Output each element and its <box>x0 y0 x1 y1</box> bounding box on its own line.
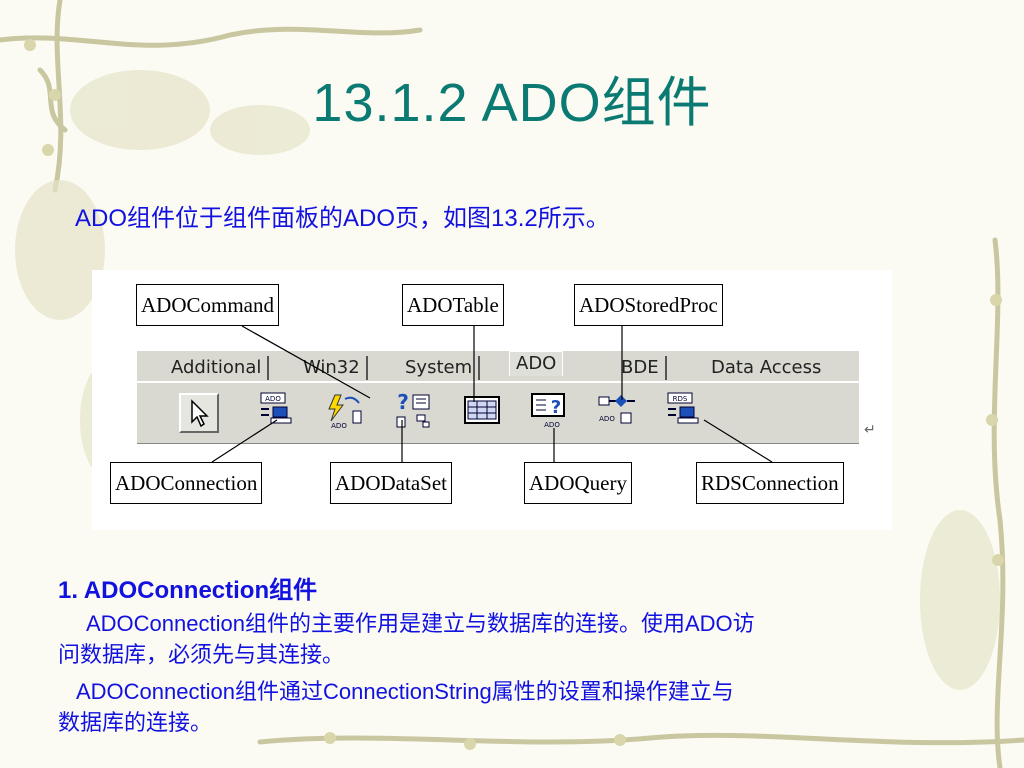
cursor-arrow-icon <box>191 399 209 428</box>
return-mark: ↵ <box>864 422 876 438</box>
ado-palette-figure: Additional Win32 System ADO BDE Data Acc… <box>92 270 892 530</box>
intro-text: ADO组件位于组件面板的ADO页，如图13.2所示。 <box>75 205 610 232</box>
rds-small-label: RDS <box>673 395 688 403</box>
ado-query-icon[interactable]: ? ADO <box>530 391 570 431</box>
paragraph-1-line-1: ADOConnection组件的主要作用是建立与数据库的连接。使用ADO访 <box>86 611 755 636</box>
paragraph-2-line-1: ADOConnection组件通过ConnectionString属性的设置和操… <box>76 679 734 704</box>
tab-strip-divider <box>137 381 859 383</box>
tab-additional[interactable]: Additional <box>165 356 270 380</box>
callout-ado-table: ADOTable <box>402 284 504 326</box>
ado-small-label: ADO <box>544 421 560 429</box>
pointer-tool-button[interactable] <box>179 393 219 433</box>
callout-ado-query: ADOQuery <box>524 462 632 504</box>
page-title: 13.1.2 ADO组件 <box>312 73 712 133</box>
tab-bde[interactable]: BDE <box>615 356 667 380</box>
section-heading: 1. ADOConnection组件 <box>58 577 318 604</box>
callout-ado-stored-proc: ADOStoredProc <box>574 284 723 326</box>
ado-table-icon[interactable] <box>462 391 502 431</box>
ado-small-label: ADO <box>599 415 615 423</box>
tab-ado[interactable]: ADO <box>509 351 564 376</box>
question-mark-label: ? <box>397 391 409 414</box>
callout-ado-connection: ADOConnection <box>110 462 263 504</box>
callout-rds-connection: RDSConnection <box>696 462 844 504</box>
ado-connection-icon[interactable]: ADO <box>255 391 295 431</box>
callout-leader-lines <box>211 325 773 463</box>
rds-connection-icon[interactable]: RDS <box>662 391 702 431</box>
paragraph-2-line-2: 数据库的连接。 <box>58 710 213 735</box>
ado-stored-proc-icon[interactable]: ADO <box>597 391 637 431</box>
ado-command-icon[interactable]: ADO <box>325 391 365 431</box>
tab-system[interactable]: System <box>399 356 481 380</box>
tab-data-access[interactable]: Data Access <box>711 357 822 378</box>
tab-win32[interactable]: Win32 <box>297 356 368 380</box>
callout-ado-command: ADOCommand <box>136 284 279 326</box>
callout-ado-dataset: ADODataSet <box>330 462 452 504</box>
ado-small-label: ADO <box>331 422 347 430</box>
ado-dataset-icon[interactable]: ? <box>393 391 433 431</box>
ado-small-label: ADO <box>265 395 281 403</box>
component-palette: Additional Win32 System ADO BDE Data Acc… <box>137 350 859 444</box>
question-mark-label: ? <box>551 397 561 418</box>
paragraph-1-line-2: 问数据库，必须先与其连接。 <box>58 642 345 667</box>
